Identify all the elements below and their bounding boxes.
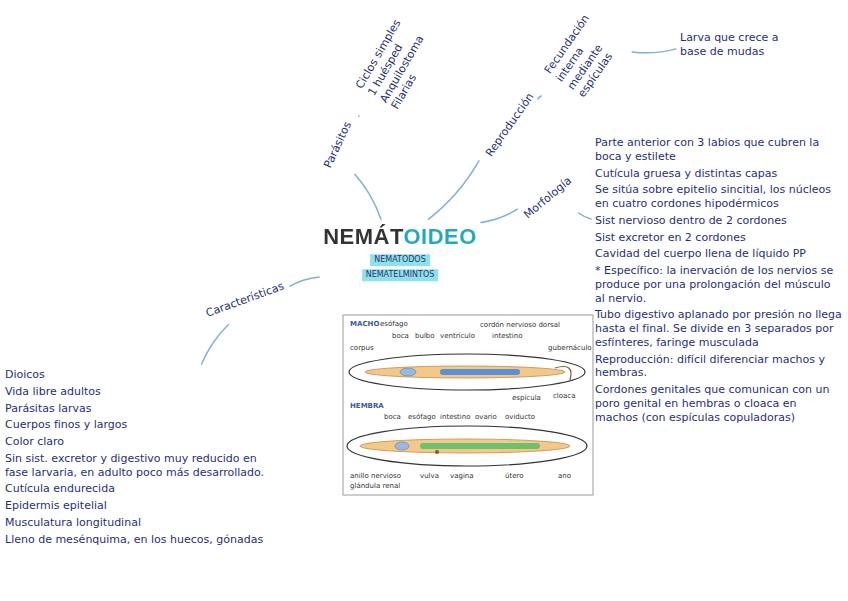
figure-frame [343,315,593,495]
part-label: glándula renal [350,482,400,491]
branch-connector [358,115,360,117]
part-label: ovario [475,413,497,422]
part-label: esófago [408,413,436,422]
note-item: Cuerpos finos y largos [5,418,270,432]
part-label: útero [505,472,524,481]
female-bulb [395,442,409,450]
branch-connector [355,174,381,219]
note-item: Color claro [5,435,270,449]
branch-connector [538,96,541,99]
male-outline [349,354,585,390]
note-item: Cutícula endurecida [5,482,270,496]
branch-text: Parásitos [321,120,354,171]
part-label: intestino [492,332,523,341]
part-label: vulva [420,472,439,481]
branch-label: Reproducción [483,90,537,159]
part-label: gubernáculo [548,344,592,353]
branch-text: Características [204,280,286,321]
male-bulb [400,368,416,376]
note-item: Sist excretor en 2 cordones [595,231,843,245]
note-item: Sin sist. excretor y digestivo muy reduc… [5,452,270,480]
male-intestine [440,369,520,375]
note-item: Epidermis epitelial [5,499,270,513]
central-topic: NEMÁTOIDEO NEMATODOS NEMATELMINTOS [323,223,477,281]
chip-row: NEMATELMINTOS [323,266,477,281]
note-item: Vida libre adultos [5,385,270,399]
part-label: vagina [450,472,474,481]
main-title: NEMÁTOIDEO [323,223,477,251]
chip-row: NEMATODOS [323,251,477,266]
branch-connector [290,277,319,286]
note-list: Parte anterior con 3 labios que cubren l… [595,136,843,427]
note-item: Lleno de mesénquima, en los huecos, góna… [5,533,270,547]
note-text: Ciclos simples 1 huésped Anquilostoma Fi… [353,12,443,112]
part-label: cloaca [553,392,576,401]
note-text: Fecundación interna mediante espículas [542,10,628,101]
branch-connector [579,213,591,219]
branch-connector [202,325,229,365]
branch-label: Morfología [521,174,574,222]
branch-label: Características [204,280,286,321]
note-list: DioicosVida libre adultosParásitas larva… [5,368,270,549]
branch-connector [481,209,518,222]
female-outline [347,426,587,466]
male-spicule [555,367,571,381]
note-item: Musculatura longitudinal [5,516,270,530]
branch-connector [632,49,676,53]
part-label: boca [392,332,409,341]
note-item: Cavidad del cuerpo llena de líquido PP [595,247,843,261]
branch-note: Fecundación interna mediante espículas [542,10,628,101]
figure-heading: MACHO [350,320,379,329]
synonym-chip: NEMATODOS [370,254,430,266]
branch-text: Reproducción [483,90,537,159]
part-label: cordón nervioso dorsal [480,321,560,330]
branch-label: Parásitos [321,120,354,171]
male-body [365,366,565,378]
note-item: Cutícula gruesa y distintas capas [595,167,843,181]
note-item: Tubo digestivo aplanado por presión no l… [595,308,843,349]
synonym-chip: NEMATELMINTOS [362,269,439,281]
female-intestine [420,443,540,449]
part-label: anillo nervioso [350,472,401,481]
part-label: corpus [350,344,374,353]
female-body [360,439,570,453]
branch-note: Ciclos simples 1 huésped Anquilostoma Fi… [353,12,443,112]
note-item: Cordones genitales que comunican con un … [595,383,843,424]
note-item: Dioicos [5,368,270,382]
part-label: ventrículo [440,332,475,341]
note-item: Se sitúa sobre epitelio sincitial, los n… [595,183,843,211]
note-item: Parte anterior con 3 labios que cubren l… [595,136,843,164]
note-text: Larva que crece a base de mudas [680,31,790,59]
part-label: esófago [380,320,408,329]
branch-text: Morfología [521,174,574,222]
part-label: intestino [440,413,471,422]
part-label: espícula [512,394,541,403]
part-label: boca [384,413,401,422]
branch-connector [428,161,479,219]
note-item: Sist nervioso dentro de 2 cordones [595,214,843,228]
part-label: oviducto [505,413,535,422]
note-item: Parásitas larvas [5,402,270,416]
note-item: Reproducción: difícil diferenciar machos… [595,353,843,381]
note-item: * Específico: la inervación de los nervi… [595,264,843,305]
part-label: bulbo [415,332,435,341]
part-label: ano [558,472,571,481]
branch-note: Larva que crece a base de mudas [680,31,790,59]
figure-heading: HEMBRA [350,402,384,411]
female-vulva [435,450,439,454]
